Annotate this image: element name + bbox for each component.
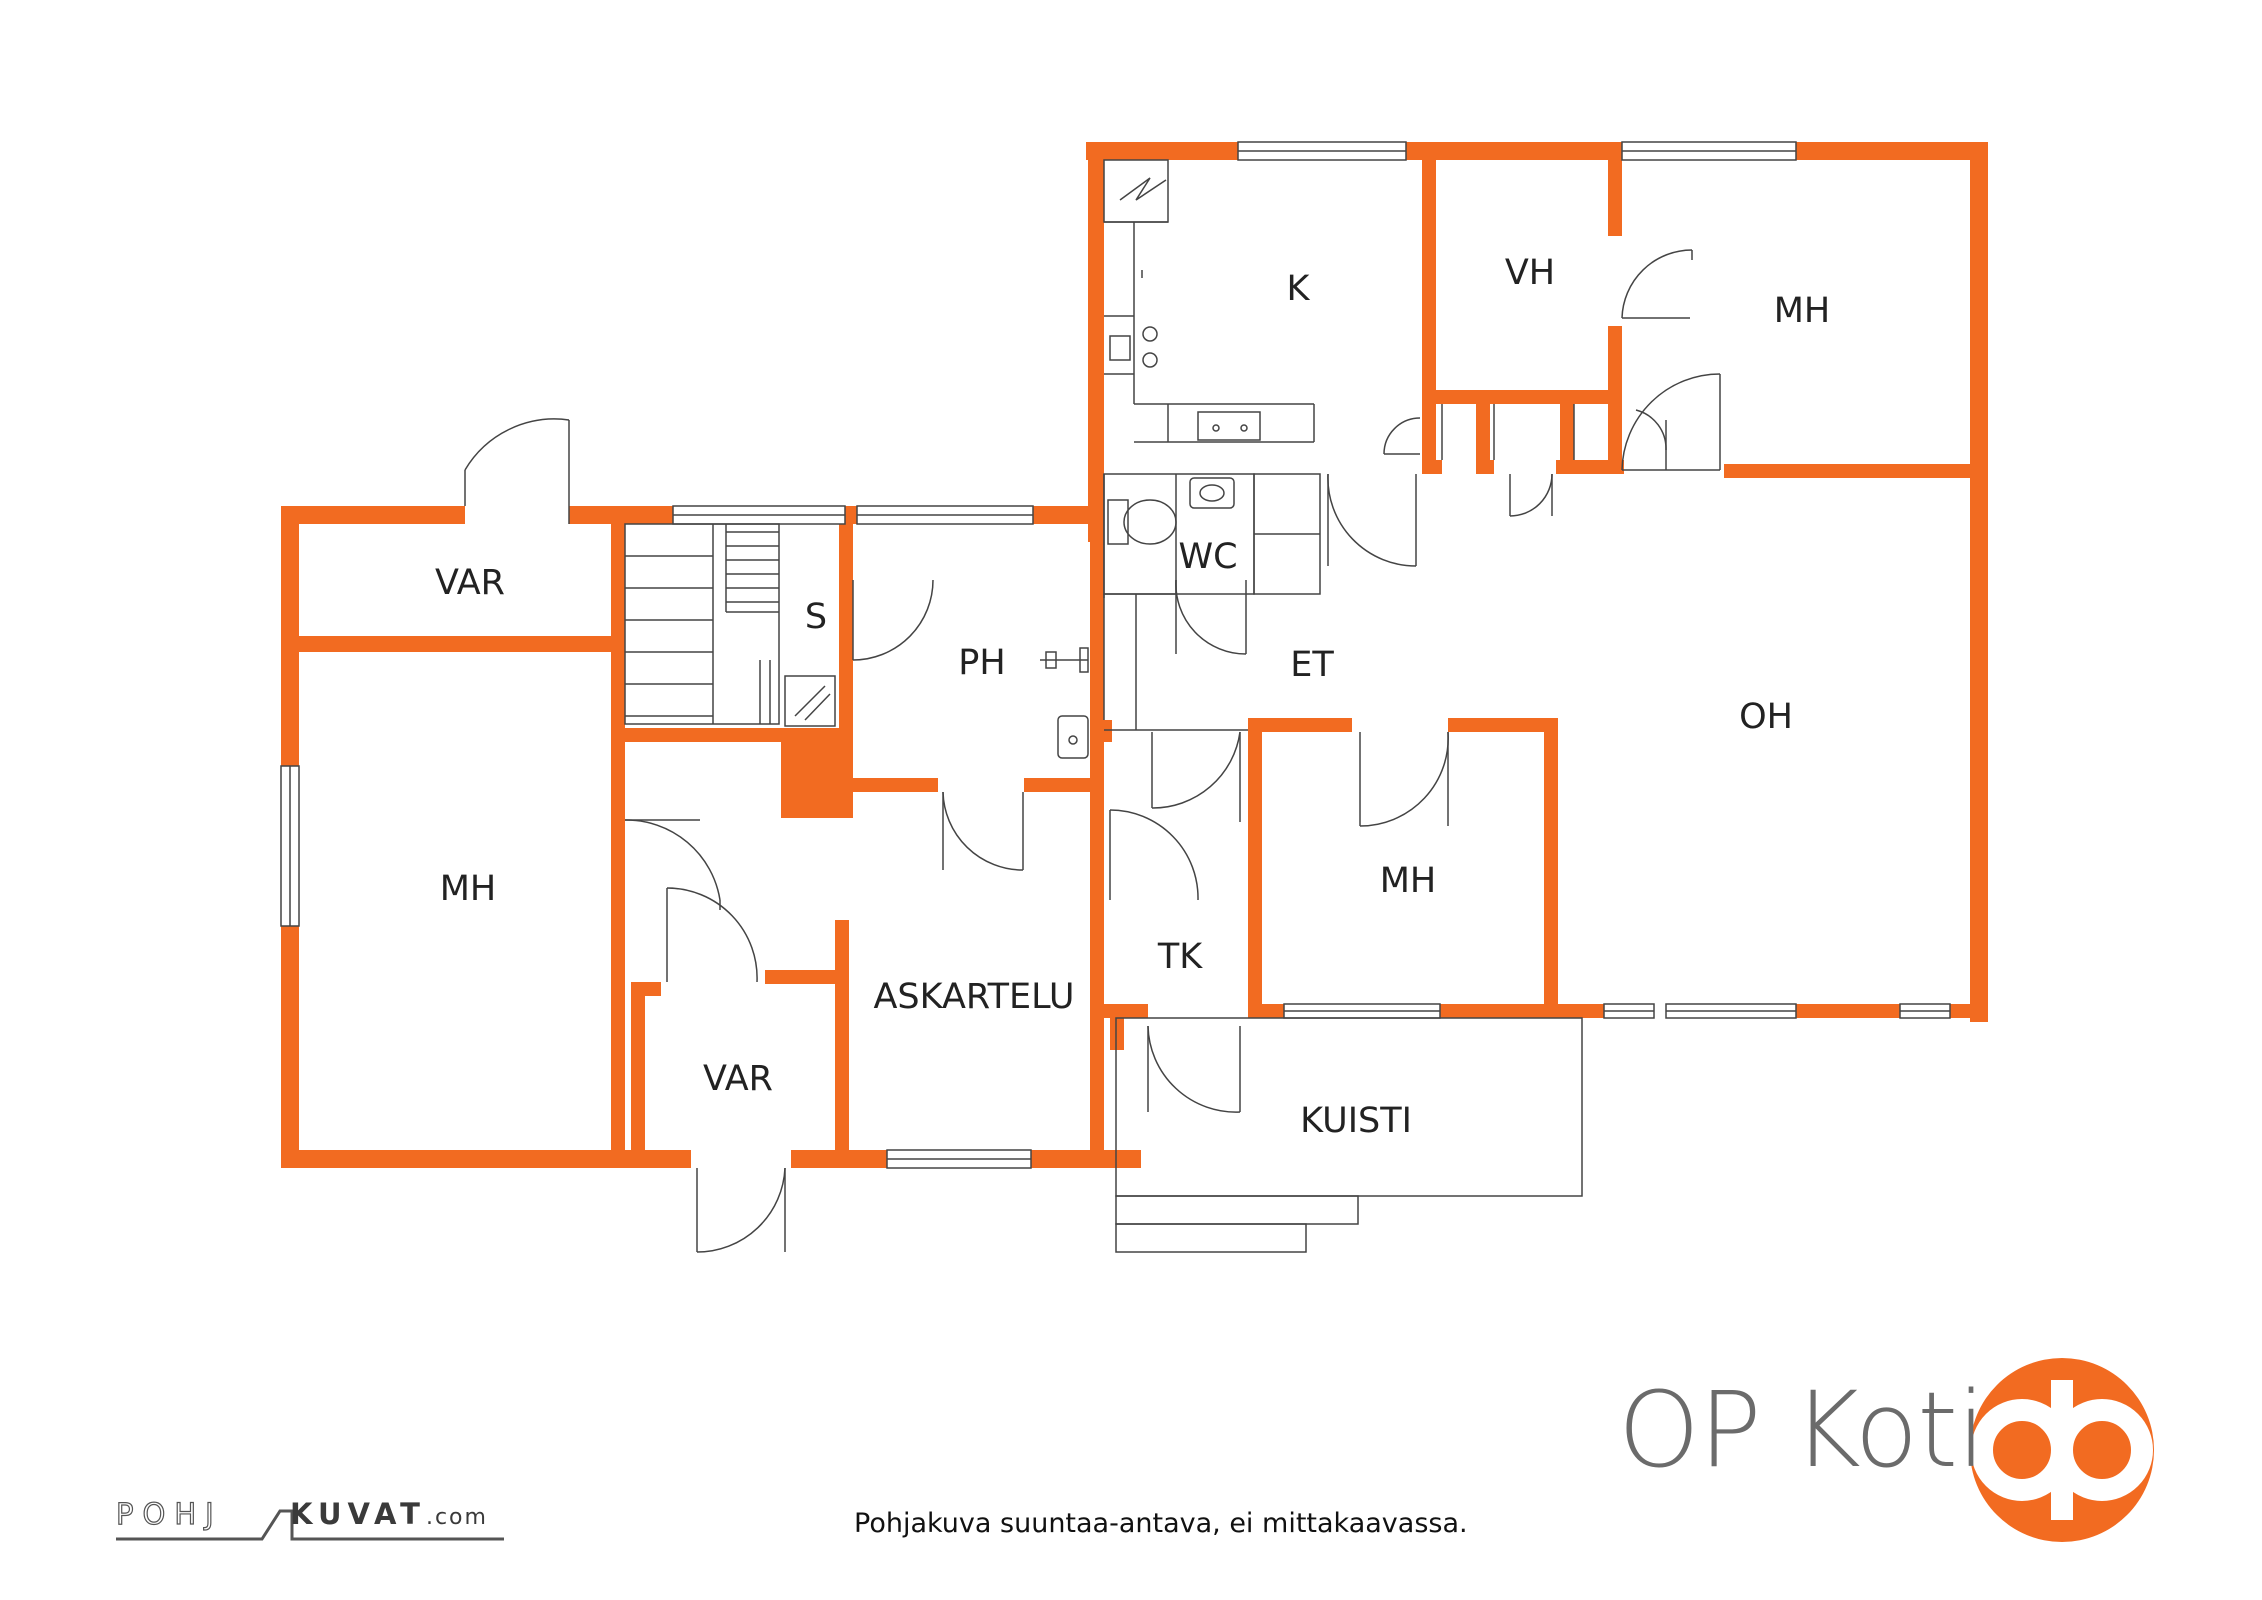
room-label-tk: TK: [1157, 937, 1203, 977]
room-label-kuisti: KUISTI: [1300, 1101, 1412, 1141]
room-label-k: K: [1287, 269, 1311, 309]
watermark-underline: [116, 1509, 504, 1541]
room-label-mh-center: MH: [1380, 861, 1437, 901]
disclaimer-caption: Pohjakuva suuntaa-antava, ei mittakaavas…: [854, 1508, 1468, 1539]
watermark-kuvat: KUVAT: [290, 1497, 426, 1531]
room-label-askartelu: ASKARTELU: [873, 977, 1074, 1017]
room-label-s: S: [805, 597, 827, 637]
watermark-suffix: .com: [425, 1505, 488, 1530]
room-labels: VAR MH S PH ASKARTELU VAR K VH MH WC ET …: [435, 253, 1830, 1141]
room-label-var-top: VAR: [435, 563, 505, 603]
room-label-ph: PH: [958, 643, 1005, 683]
doors: [464, 249, 1721, 1253]
room-label-vh: VH: [1505, 253, 1555, 293]
watermark-right-text: KUVAT.com: [290, 1497, 488, 1531]
op-logo: [1970, 1358, 2154, 1542]
room-label-wc: WC: [1178, 537, 1237, 577]
room-label-oh: OH: [1739, 697, 1793, 737]
room-label-mh-left: MH: [440, 869, 497, 909]
brand-name: OP Koti: [1618, 1369, 1986, 1491]
windows: [280, 141, 1951, 1169]
room-label-mh-top-right: MH: [1774, 291, 1831, 331]
watermark-left-text: POHJ: [115, 1496, 223, 1531]
interior-lines: [624, 159, 1583, 1253]
room-label-et: ET: [1290, 645, 1334, 685]
room-label-var-bottom: VAR: [703, 1059, 773, 1099]
walls: [281, 142, 1988, 1168]
